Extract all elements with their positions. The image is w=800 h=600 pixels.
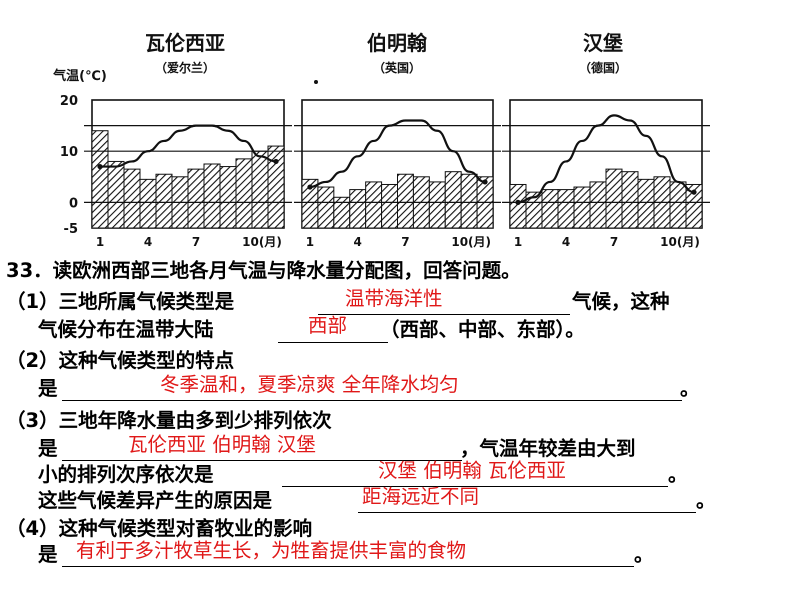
precipitation-bar — [155, 173, 173, 229]
precipitation-bar — [444, 171, 462, 229]
q2-blank[interactable] — [62, 376, 682, 401]
q4-end: 。 — [634, 543, 654, 566]
x-tick-label: 10(月) — [451, 235, 491, 249]
x-tick-label: 7 — [192, 235, 200, 249]
precipitation-bar — [557, 189, 575, 229]
temperature-point — [307, 184, 313, 190]
temperature-point — [691, 189, 697, 195]
precipitation-bar — [541, 189, 559, 229]
q3-prompt-4: 小的排列次序依次是 — [38, 463, 214, 486]
q3-answer-precip-order: 瓦伦西亚 伯明翰 汉堡 — [128, 433, 316, 456]
precipitation-bar — [685, 183, 703, 229]
q3-end-2: 。 — [696, 489, 716, 512]
q1-answer-climate: 温带海洋性 — [345, 287, 443, 310]
q2-prompt: （2）这种气候类型的特点 — [6, 349, 235, 372]
precipitation-bar — [621, 171, 639, 229]
x-tick-label: 1 — [96, 235, 104, 249]
temperature-point — [273, 158, 279, 165]
q3-blank-1[interactable] — [62, 436, 462, 461]
q3-blank-3[interactable] — [358, 488, 696, 513]
q4-prompt: （4）这种气候类型对畜牧业的影响 — [6, 517, 313, 540]
precipitation-bar — [365, 181, 383, 229]
precipitation-bar — [460, 173, 478, 229]
question-title: 33．读欧洲西部三地各月气温与降水量分配图，回答问题。 — [6, 259, 521, 282]
precipitation-bar — [251, 150, 269, 229]
temperature-point — [97, 163, 103, 170]
q1-prompt-3: 气候分布在温带大陆 — [38, 318, 214, 341]
q3-answer-reason: 距海远近不同 — [362, 485, 480, 508]
climate-charts: 瓦伦西亚 （爱尔兰） 1 4 7 10(月) 气温(℃) 20 10 0 -5 伯明翰 （英国） 1 4 7 1… — [53, 31, 710, 249]
q4-prompt-2: 是 — [38, 543, 58, 566]
precipitation-bar — [397, 173, 414, 229]
q3-prompt-5: 这些气候差异产生的原因是 — [38, 489, 273, 512]
precipitation-bar — [123, 168, 141, 229]
decor-dot — [314, 80, 318, 84]
precipitation-bar — [605, 168, 623, 229]
x-tick-label: 10(月) — [242, 235, 282, 249]
q4-answer: 有利于多汁牧草生长，为牲畜提供丰富的食物 — [76, 539, 467, 562]
y-tick-label: 20 — [60, 94, 78, 109]
y-axis-label: 气温(℃) — [53, 68, 107, 84]
chart-title: 瓦伦西亚 — [145, 31, 225, 55]
q1-prompt: （1）三地所属气候类型是 — [6, 290, 235, 313]
temperature-line — [309, 119, 486, 189]
x-tick-label: 10(月) — [660, 235, 700, 249]
q3-end-1: 。 — [668, 463, 688, 486]
precipitation-bar — [637, 178, 655, 229]
precipitation-bar — [91, 130, 109, 229]
chart-subtitle: （英国） — [373, 60, 421, 75]
precipitation-bar — [589, 181, 607, 229]
temperature-line — [100, 124, 277, 168]
chart-title: 伯明翰 — [367, 31, 427, 55]
temperature-line — [517, 114, 695, 204]
q3-prompt-3: ，气温年较差由大到 — [460, 437, 636, 460]
x-tick-label: 4 — [562, 235, 570, 249]
x-tick-label: 4 — [354, 235, 362, 249]
precipitation-bar — [381, 183, 399, 229]
precipitation-bar — [139, 178, 157, 229]
precipitation-bar — [187, 168, 205, 229]
precipitation-bar — [267, 145, 285, 229]
precipitation-bar — [669, 181, 687, 229]
x-tick-label: 1 — [514, 235, 522, 249]
y-tick-label: -5 — [64, 222, 78, 237]
y-tick-label: 0 — [69, 196, 78, 211]
q1-prompt-2: 气候，这种 — [572, 290, 670, 313]
q1-prompt-4: （西部、中部、东部）。 — [380, 318, 585, 341]
precipitation-bar — [573, 186, 591, 229]
x-tick-label: 7 — [401, 235, 409, 249]
q2-end: 。 — [680, 377, 700, 400]
q1-blank-1[interactable] — [318, 290, 570, 315]
chart-title: 汉堡 — [583, 31, 623, 55]
q1-blank-2[interactable] — [278, 318, 388, 343]
x-tick-label: 1 — [306, 235, 314, 249]
x-tick-label: 4 — [144, 235, 152, 249]
q3-blank-2[interactable] — [282, 462, 668, 487]
q3-prompt-2: 是 — [38, 437, 58, 460]
chart-subtitle: （德国） — [579, 60, 627, 75]
q2-answer: 冬季温和，夏季凉爽 全年降水均匀 — [160, 373, 459, 396]
precipitation-bar — [509, 183, 527, 229]
y-tick-label: 10 — [60, 145, 78, 160]
x-tick-label: 7 — [610, 235, 618, 249]
precipitation-bar — [317, 186, 335, 229]
precipitation-bar — [235, 158, 253, 229]
q3-answer-temp-order: 汉堡 伯明翰 瓦伦西亚 — [378, 459, 566, 482]
q3-prompt: （3）三地年降水量由多到少排列依次 — [6, 409, 332, 432]
precipitation-bar — [107, 160, 125, 229]
precipitation-bar — [219, 166, 237, 229]
precipitation-bar — [203, 163, 221, 229]
chart-subtitle: （爱尔兰） — [155, 60, 215, 75]
q1-answer-location: 西部 — [308, 314, 348, 337]
temperature-point — [482, 179, 488, 185]
temperature-point — [515, 199, 521, 205]
q4-blank[interactable] — [62, 542, 634, 567]
precipitation-bar — [428, 181, 446, 229]
precipitation-bar — [349, 189, 367, 229]
q2-prompt-2: 是 — [38, 377, 58, 400]
